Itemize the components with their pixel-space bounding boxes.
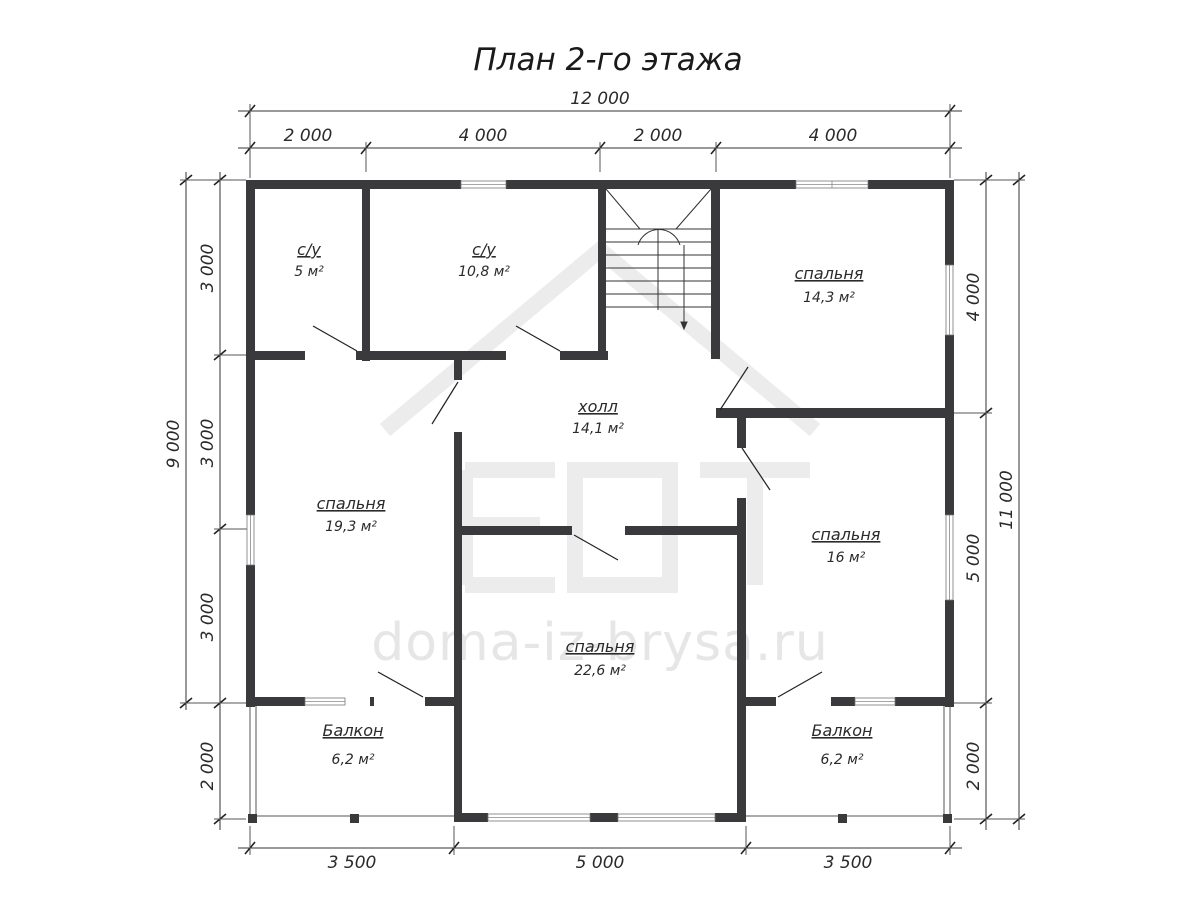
dim-bottom-seg-2: 5 000: [576, 853, 625, 873]
walls: [246, 180, 954, 823]
room-area-bathroom-1: 5 м²: [294, 264, 324, 280]
dimension-top-total: 12 000: [238, 89, 962, 118]
dim-right-total: 11 000: [997, 470, 1017, 529]
window-right-2: [945, 514, 954, 601]
window-bottom-2: [617, 813, 716, 822]
room-name-balcony-right: Балкон: [812, 721, 873, 740]
dim-left-seg-1: 3 000: [198, 244, 218, 293]
dimension-bottom-segments: 3 500 5 000 3 500: [238, 841, 962, 873]
room-name-bathroom-2: с/у: [472, 240, 496, 259]
dim-top-seg-3: 2 000: [634, 126, 683, 146]
dim-top-seg-4: 4 000: [809, 126, 858, 146]
door-swings: [312, 325, 823, 698]
window-right-1: [945, 264, 954, 336]
room-name-bedroom-center: спальня: [566, 637, 635, 656]
room-area-bedroom-left: 19,3 м²: [325, 519, 377, 535]
dim-right-seg-3: 2 000: [964, 742, 984, 791]
window-top-1: [460, 180, 507, 189]
room-name-bedroom-left: спальня: [317, 494, 386, 513]
watermark-text: doma-iz-brysa.ru: [371, 613, 829, 673]
window-balcony-right: [854, 697, 896, 706]
room-area-balcony-right: 6,2 м²: [821, 752, 864, 768]
dimension-right-total: 11 000: [997, 172, 1026, 830]
room-name-bathroom-1: с/у: [297, 240, 321, 259]
room-name-balcony-left: Балкон: [323, 721, 384, 740]
dim-right-seg-1: 4 000: [964, 273, 984, 322]
dim-left-total: 9 000: [164, 420, 184, 469]
dimension-left-segments: 3 000 3 000 3 000 2 000: [198, 172, 227, 830]
room-name-hall: холл: [577, 397, 618, 416]
window-bottom-1: [487, 813, 591, 822]
plan-title: План 2-го этажа: [473, 42, 742, 78]
dim-left-seg-4: 2 000: [198, 742, 218, 791]
window-left-1: [246, 514, 255, 566]
room-area-balcony-left: 6,2 м²: [332, 752, 375, 768]
room-area-bedroom-top-right: 14,3 м²: [803, 290, 855, 306]
dim-top-seg-1: 2 000: [284, 126, 333, 146]
dim-top-total: 12 000: [570, 89, 629, 109]
window-top-2: [795, 180, 869, 189]
room-area-hall: 14,1 м²: [572, 421, 624, 437]
staircase: [605, 188, 712, 331]
room-area-bedroom-right: 16 м²: [827, 550, 866, 566]
extension-lines: [180, 104, 1025, 855]
room-name-bedroom-top-right: спальня: [795, 264, 864, 283]
dim-bottom-seg-3: 3 500: [824, 853, 873, 873]
room-name-bedroom-right: спальня: [812, 525, 881, 544]
room-labels: с/у 5 м² с/у 10,8 м² спальня 14,3 м² хол…: [294, 240, 881, 768]
dim-left-seg-3: 3 000: [198, 593, 218, 642]
dim-top-seg-2: 4 000: [459, 126, 508, 146]
dim-bottom-seg-1: 3 500: [328, 853, 377, 873]
dimension-right-segments: 4 000 5 000 2 000: [964, 172, 993, 830]
room-area-bedroom-center: 22,6 м²: [574, 663, 626, 679]
dim-right-seg-2: 5 000: [964, 534, 984, 583]
room-area-bathroom-2: 10,8 м²: [458, 264, 510, 280]
dimension-left-total: 9 000: [164, 172, 193, 710]
dim-left-seg-2: 3 000: [198, 419, 218, 468]
windows: [246, 180, 954, 822]
window-balcony-left: [304, 697, 346, 706]
